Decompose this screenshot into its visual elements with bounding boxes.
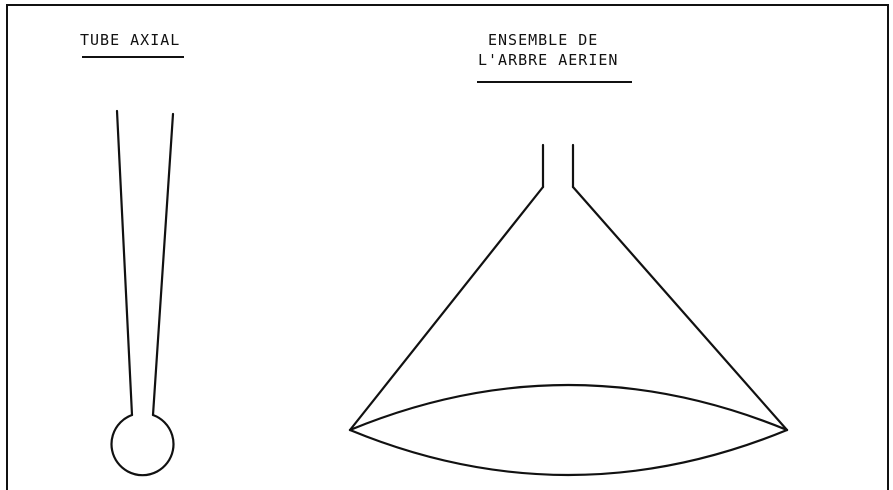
cone-left-side — [350, 187, 543, 430]
tube-right-wall — [153, 114, 173, 415]
tube-axial-figure — [111, 111, 173, 475]
tube-bulb — [111, 415, 173, 475]
cone-right-side — [573, 187, 787, 430]
tube-left-wall — [117, 111, 132, 415]
lens-lower-arc — [350, 430, 787, 475]
arbre-aerien-figure — [350, 145, 787, 475]
lens-upper-arc — [350, 385, 787, 430]
